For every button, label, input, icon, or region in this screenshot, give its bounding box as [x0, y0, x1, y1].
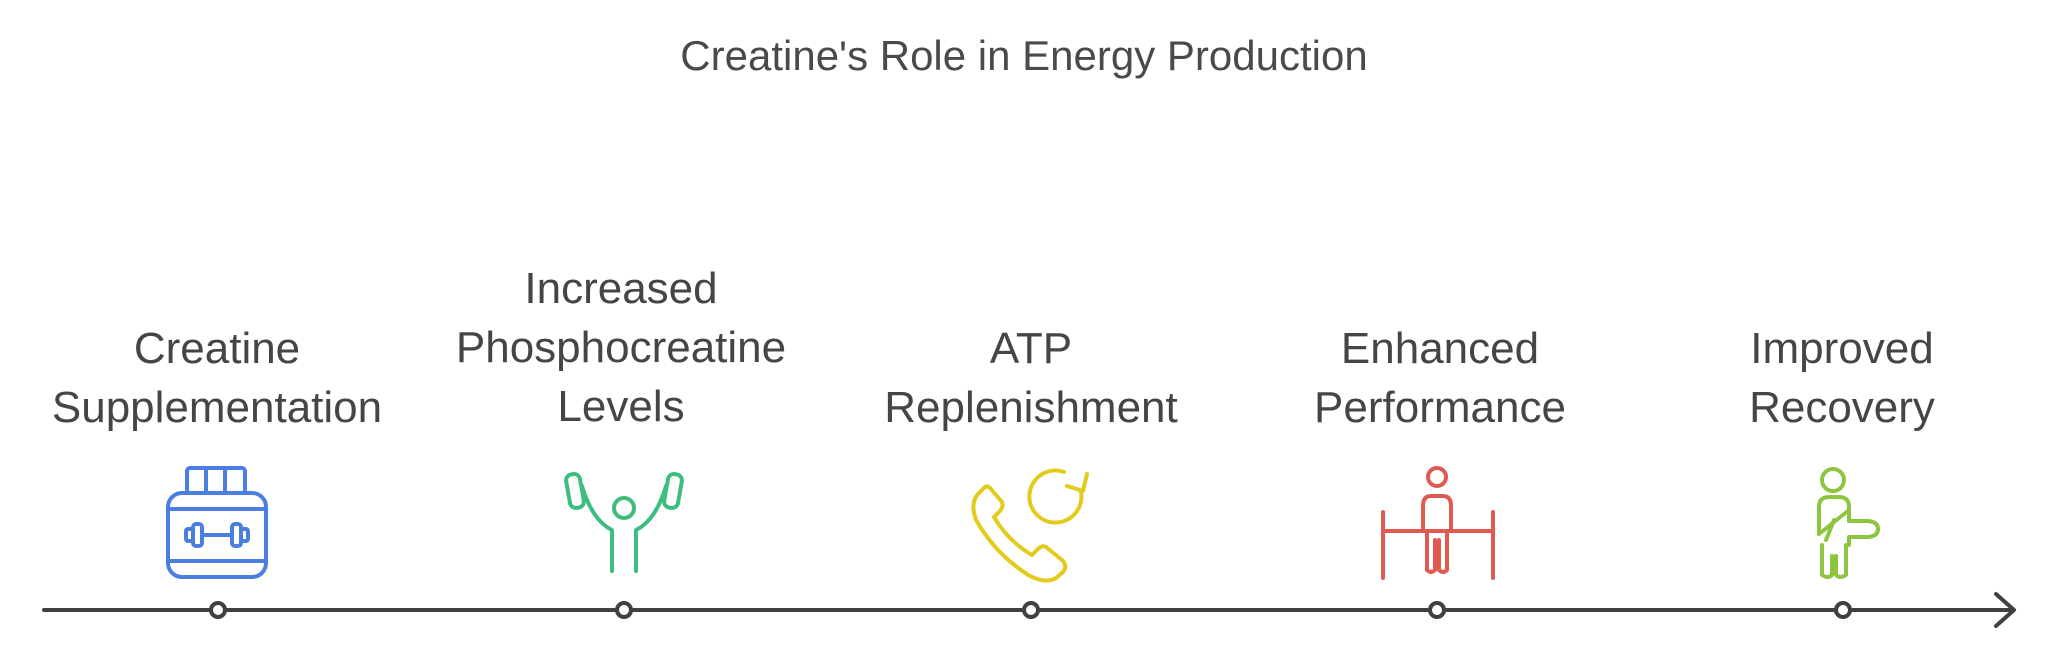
- timeline-nodes: [209, 601, 1852, 619]
- step-label-phosphocreatine: Increased Phosphocreatine Levels: [455, 264, 787, 431]
- milestone-node-3: [1022, 601, 1040, 619]
- diagram-title: Creatine's Role in Energy Production: [680, 32, 1368, 79]
- milestone-node-1: [209, 601, 227, 619]
- step-label-recovery: Improved Recovery: [1749, 324, 1935, 432]
- weightlifter-icon: [564, 471, 684, 573]
- supplement-jar-icon: [166, 466, 268, 579]
- milestone-node-5: [1834, 601, 1852, 619]
- milestone-node-2: [615, 601, 633, 619]
- person-hurdle-icon: [1381, 466, 1495, 580]
- phone-refresh-icon: [971, 468, 1089, 583]
- step-label-supplementation: Creatine Supplementation: [51, 324, 383, 432]
- step-label-atp: ATP Replenishment: [884, 324, 1178, 432]
- milestone-node-4: [1428, 601, 1446, 619]
- step-label-performance: Enhanced Performance: [1314, 324, 1566, 432]
- timeline-arrowhead: [1994, 592, 2016, 628]
- person-arm-sling-icon: [1817, 467, 1880, 579]
